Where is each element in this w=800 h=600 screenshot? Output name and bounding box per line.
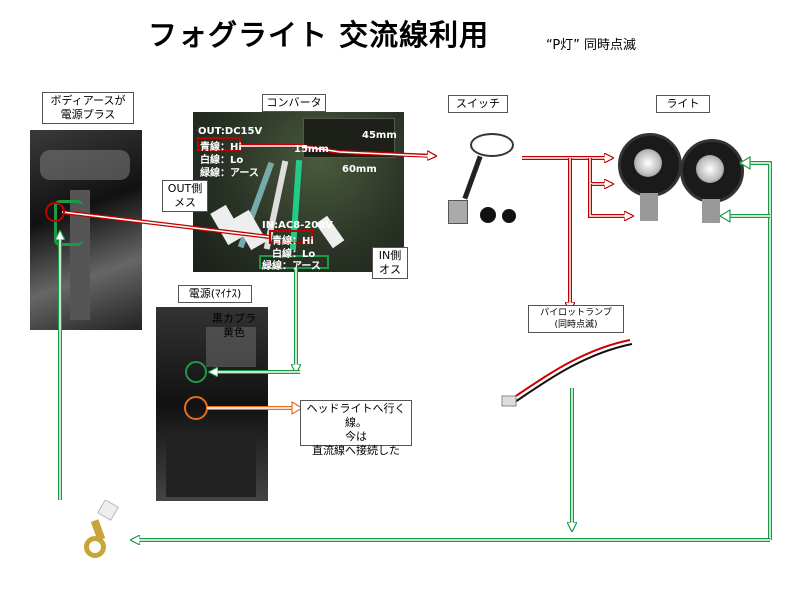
page-subtitle: “P灯” 同時点滅 [546,38,637,53]
red-wire-branch-lower [588,184,632,216]
converter-out-blue: 青線：Hi [200,142,242,153]
converter-in-green: 緑線：アース [262,261,321,272]
label-power-minus: 電源(ﾏｲﾅｽ) [178,285,252,303]
converter-in-white: 白線：Lo [272,249,316,260]
label-pilot-lamp: パイロットランプ (同時点滅) [528,305,624,333]
green-wire-lights-out [740,161,772,540]
converter-out-white: 白線：Lo [200,155,244,166]
label-in-side: IN側 オス [372,247,408,279]
converter-in-blue: 青線：Hi [272,236,314,247]
power-minus-photo [156,307,268,501]
ring-terminal-photo [78,500,128,562]
page-title: フォグライト 交流線利用 [148,18,490,52]
red-wire-branch-upper [588,158,612,184]
label-black-coupler: 黒カプラ 黄色 [212,312,256,339]
label-body-earth: ボディアースが 電源プラス [42,92,134,124]
label-converter: コンバータ [262,94,326,112]
converter-dim-45: 45mm [362,130,397,141]
label-switch: スイッチ [448,95,508,113]
converter-out-voltage: OUT:DC15V [198,126,263,137]
converter-out-green: 緑線：アース [200,168,259,179]
label-out-side: OUT側 メス [162,180,208,212]
out-hi-highlight [197,137,241,151]
body-earth-photo [30,130,142,330]
red-wire-earth-to-in-hi-inner [61,211,271,238]
converter-dim-15: 15mm [294,144,329,155]
label-light: ライト [656,95,710,113]
converter-dim-60: 60mm [342,164,377,175]
in-hi-highlight [269,230,313,244]
switch-photo [440,125,528,235]
converter-in-voltage: IN:AC8-200V [262,220,333,231]
headlight-wire-marker [184,396,208,420]
power-minus-marker [185,361,207,383]
headlight-note: ヘッドライトへ行く線。 今は 直流線へ接続した [300,400,412,457]
earth-point-marker [45,202,65,222]
